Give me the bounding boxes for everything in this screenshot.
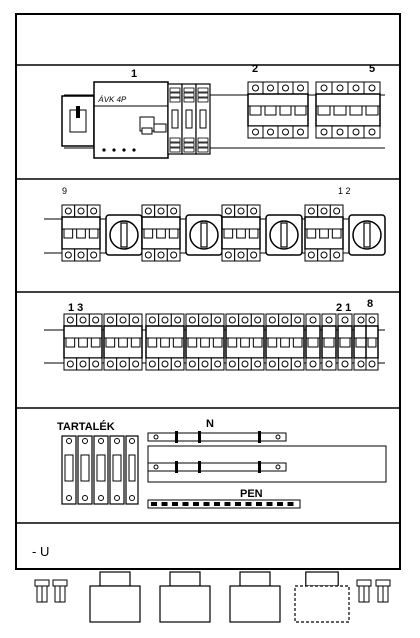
row3-breaker: [365, 313, 379, 371]
small-cable-gland: [375, 579, 391, 603]
row3-label-21: 2 1: [336, 302, 351, 314]
cable-glands: [34, 571, 391, 623]
row3-breaker: [305, 313, 321, 371]
large-cable-gland: [159, 571, 211, 623]
large-cable-gland: [89, 571, 141, 623]
row1-label-5: 5: [369, 63, 375, 75]
row3-breaker: [63, 313, 103, 371]
row2-breaker: [304, 204, 344, 262]
row3-breaker: [145, 313, 185, 371]
reserve-breaker: [61, 435, 77, 505]
row3-breaker: [185, 313, 225, 371]
reserve-breaker: [77, 435, 93, 505]
row1-label-2: 2: [252, 63, 258, 75]
small-cable-gland: [34, 579, 50, 603]
row2-breaker: [221, 204, 261, 262]
large-cable-gland: [229, 571, 281, 623]
small-cable-gland: [52, 579, 68, 603]
reserve-breaker: [125, 435, 139, 505]
ats-device-label: ÁVK 4P: [98, 95, 128, 104]
row3-breaker: [225, 313, 265, 371]
row3-label-13: 1 3: [68, 302, 83, 314]
row2-rotary-switch: [348, 214, 386, 256]
row1-mcb-group-2: [247, 81, 309, 139]
row3-breaker: [321, 313, 337, 371]
row2-rotary-switch: [265, 214, 303, 256]
row-2-devices: [44, 204, 386, 262]
row2-rotary-switch: [105, 214, 143, 256]
reserve-breaker: [109, 435, 125, 505]
row-1-devices: [61, 81, 385, 159]
reserve-breaker: [93, 435, 109, 505]
row2-label-12: 1 2: [338, 186, 351, 196]
row2-rotary-switch: [185, 214, 223, 256]
row3-breaker: [103, 313, 143, 371]
row1-small-module: [195, 83, 211, 155]
row2-breaker: [61, 204, 101, 262]
row3-breaker: [337, 313, 353, 371]
row-3-devices: [44, 313, 385, 371]
row1-small-module: [181, 83, 197, 155]
row-4-devices: [61, 431, 387, 509]
small-cable-gland: [356, 579, 372, 603]
large-cable-gland: [294, 571, 350, 623]
row1-small-module: [167, 83, 183, 155]
reserve-label: TARTALÉK: [57, 420, 115, 433]
row1-label-1: 1: [131, 68, 137, 80]
row2-label-9: 9: [62, 186, 67, 196]
footer-label: - U: [32, 544, 49, 559]
row3-breaker: [265, 313, 305, 371]
pe-bar-label: PEN: [240, 488, 263, 500]
row2-breaker: [141, 204, 181, 262]
neutral-bar-label: N: [206, 418, 214, 430]
row1-mcb-group-5: [315, 81, 381, 139]
row3-breaker: [353, 313, 369, 371]
row3-label-8: 8: [367, 298, 373, 310]
